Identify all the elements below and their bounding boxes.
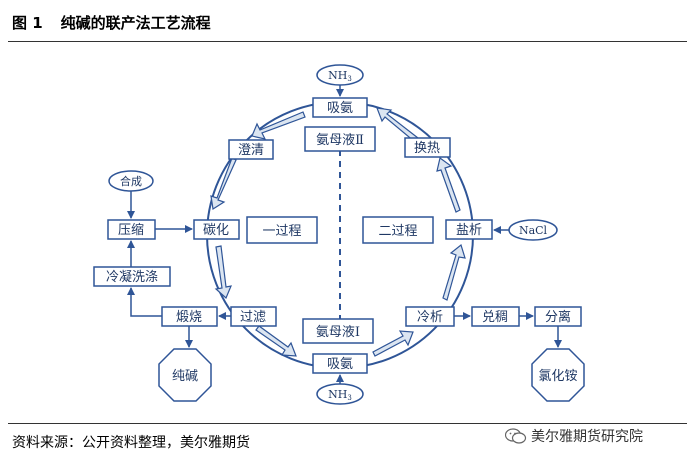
cycle-arrow <box>372 330 414 357</box>
cycle-arrow <box>214 245 232 300</box>
absorb-top-node <box>312 97 368 118</box>
filter-label: 过滤 <box>240 310 266 325</box>
calcine-label: 煅烧 <box>176 309 202 325</box>
ammonium-chloride-node <box>531 348 585 402</box>
absorb-top-label: 吸氨 <box>327 101 353 116</box>
cycle-arrow <box>376 107 419 143</box>
carbonize-label: 碳化 <box>203 223 229 238</box>
mother-liquor-1-node <box>302 318 374 344</box>
cycle-arrow <box>251 111 306 140</box>
soda-ash-label: 纯碱 <box>172 369 198 384</box>
source-note: 资料来源：公开资料整理，美尔雅期货 <box>12 435 250 451</box>
clarify-label: 澄清 <box>238 143 264 158</box>
wechat-icon <box>505 428 527 444</box>
flow-arrow <box>127 287 162 317</box>
cool-crystallize-label: 冷析 <box>417 310 443 325</box>
process-two-node <box>362 216 434 244</box>
figure-title: 图 1 纯碱的联产法工艺流程 <box>12 12 211 33</box>
process-one-label: 一过程 <box>262 224 301 239</box>
synthesis-label: 合成 <box>120 174 142 188</box>
condense-wash-node <box>93 266 171 287</box>
ammonium-chloride-label: 氯化铵 <box>538 369 577 384</box>
process-two-label: 二过程 <box>378 224 417 239</box>
cycle-arrow <box>210 157 237 210</box>
process-one-node <box>246 216 318 244</box>
cycle-arrow <box>436 156 461 213</box>
cycle-arrow <box>255 325 297 357</box>
salt-out-node <box>445 219 493 240</box>
watermark-text: 美尔雅期货研究院 <box>531 429 643 445</box>
mother-liquor-1-label: 氨母液Ⅰ <box>316 325 360 340</box>
soda-ash-node <box>158 348 212 402</box>
compress-label: 压缩 <box>118 222 144 238</box>
heat-exchange-node <box>404 137 451 158</box>
top-rule <box>8 41 687 42</box>
nh3-bottom-label: NH3 <box>328 388 352 402</box>
nh3-top-label: NH3 <box>328 69 352 83</box>
cycle-direction-arrows <box>210 107 466 357</box>
nacl-label: NaCl <box>519 224 548 237</box>
figure-number: 图 1 <box>12 14 43 32</box>
absorb-bottom-label: 吸氨 <box>327 357 353 372</box>
mother-liquor-2-node <box>304 126 376 152</box>
watermark: 美尔雅期货研究院 <box>505 426 643 446</box>
salt-out-label: 盐析 <box>456 223 482 238</box>
figure-caption: 纯碱的联产法工艺流程 <box>60 14 211 32</box>
mother-liquor-2-label: 氨母液Ⅱ <box>316 133 364 148</box>
clarify-node <box>228 139 274 160</box>
bottom-rule <box>8 423 687 424</box>
carbonize-node <box>193 219 240 240</box>
thicken-label: 兑稠 <box>482 310 508 325</box>
condense-wash-label: 冷凝洗涤 <box>106 269 158 285</box>
cycle-arrow <box>442 243 466 301</box>
absorb-bottom-node <box>312 353 368 374</box>
separate-label: 分离 <box>545 309 571 325</box>
heat-exchange-label: 换热 <box>414 141 440 156</box>
